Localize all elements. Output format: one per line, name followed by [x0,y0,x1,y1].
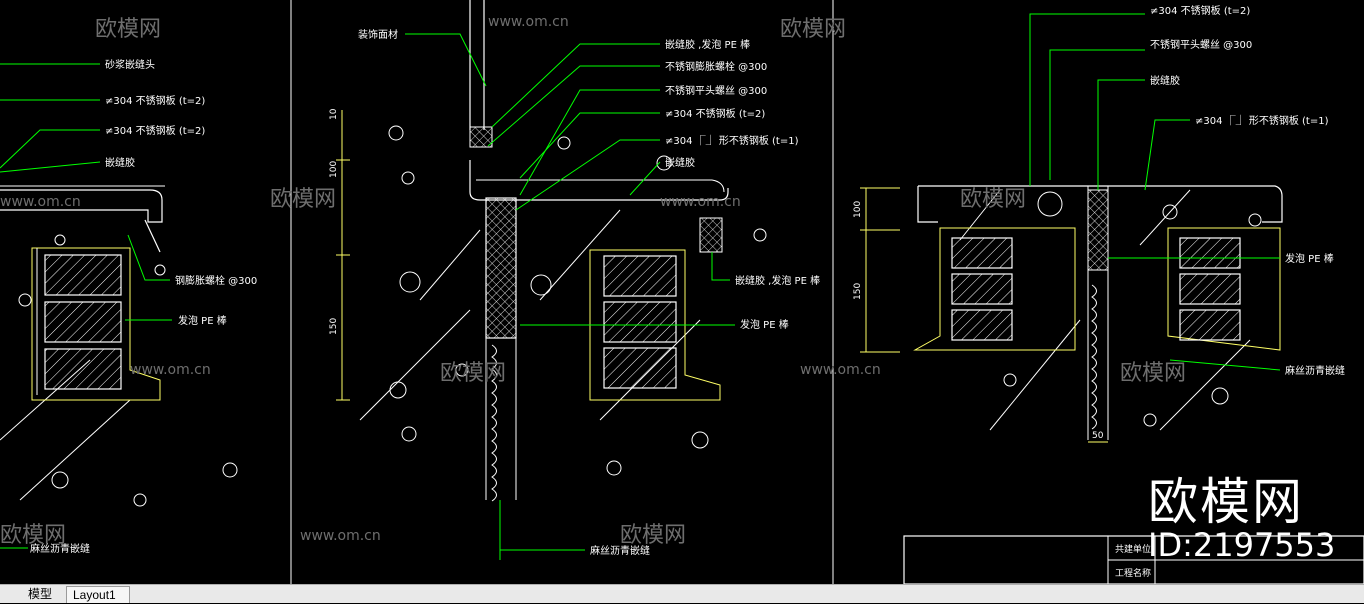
label: ≠304 ⎾⏌ 形不锈钢板 (t=1) [665,134,799,147]
label: ≠304 不锈钢板 (t=2) [665,107,765,120]
left-detail [0,185,165,401]
title-block-owner: 共建单位 [1115,543,1151,555]
label: 不锈钢膨胀螺栓 @300 [665,60,767,73]
label: 嵌缝胶 ,发泡 PE 棒 [665,38,750,51]
dimension: 150 [329,318,339,335]
watermark-url: www.om.cn [660,194,741,210]
watermark-logo: 欧模网 [960,187,1026,212]
label: 嵌缝胶 [1150,74,1180,87]
dimension: 50 [1092,431,1104,441]
label: 不锈钢平头螺丝 @300 [1150,38,1252,51]
label: 发泡 PE 棒 [740,318,789,331]
label: ≠304 不锈钢板 (t=2) [1150,4,1250,17]
dimension: 10 [329,108,339,120]
label: ≠304 不锈钢板 (t=2) [105,124,205,137]
label: 钢膨胀螺栓 @300 [175,274,257,287]
watermark-url: www.om.cn [300,528,381,544]
dimension-labels: 10 100 150 100 150 50 [329,108,1104,441]
watermark-logo: 欧模网 [620,523,686,548]
watermark-logo: 欧模网 [0,523,66,548]
concrete-aggregate [18,125,1262,507]
dimension: 100 [329,161,339,178]
tab-model[interactable]: 模型 [14,586,66,603]
label: 发泡 PE 棒 [1285,252,1334,265]
watermark-logo: 欧模网 [270,187,336,212]
tab-layout1[interactable]: Layout1 [66,586,130,603]
watermark-id: ID:2197553 [1148,526,1336,564]
right-detail [860,185,1283,443]
label: 嵌缝胶 [665,156,695,169]
label: ≠304 ⎾⏌ 形不锈钢板 (t=1) [1195,114,1329,127]
dimension: 150 [853,283,863,300]
label: 麻丝沥青嵌缝 [30,542,90,555]
repeated-watermarks: 欧模网 欧模网 www.om.cn www.om.cn 欧模网 欧模网 www.… [0,14,1186,548]
watermark-url: www.om.cn [0,194,81,210]
cad-drawing: 欧模网 欧模网 www.om.cn www.om.cn 欧模网 欧模网 www.… [0,0,1364,584]
label: 嵌缝胶 [105,156,135,169]
watermark-logo: 欧模网 [780,17,846,42]
label: 麻丝沥青嵌缝 [1285,364,1345,377]
label: 发泡 PE 棒 [178,314,227,327]
label: ≠304 不锈钢板 (t=2) [105,94,205,107]
label: 装饰面材 [358,28,398,41]
watermark-logo: 欧模网 [1120,361,1186,386]
label: 麻丝沥青嵌缝 [590,544,650,557]
dimension: 100 [853,201,863,218]
watermark-url: www.om.cn [130,362,211,378]
watermark-url: www.om.cn [800,362,881,378]
watermark-url: www.om.cn [488,14,569,30]
middle-detail [336,0,729,560]
watermark-brand: 欧模网 [1148,473,1304,531]
cad-drawing-canvas[interactable]: 欧模网 欧模网 www.om.cn www.om.cn 欧模网 欧模网 www.… [0,0,1364,584]
watermark-logo: 欧模网 [440,361,506,386]
label: 嵌缝胶 ,发泡 PE 棒 [735,274,820,287]
ground-diagonal-lines [0,189,1251,501]
title-block: 共建单位 工程名称 [903,535,1364,584]
label: 不锈钢平头螺丝 @300 [665,84,767,97]
leader-lines [0,13,1281,549]
layout-tab-bar: 模型 Layout1 [0,584,1364,603]
label: 砂浆嵌缝头 [105,58,155,71]
annotation-labels: 砂浆嵌缝头 ≠304 不锈钢板 (t=2) ≠304 不锈钢板 (t=2) 嵌缝… [30,4,1345,557]
watermark-logo: 欧模网 [95,17,161,42]
title-block-project: 工程名称 [1115,567,1151,579]
